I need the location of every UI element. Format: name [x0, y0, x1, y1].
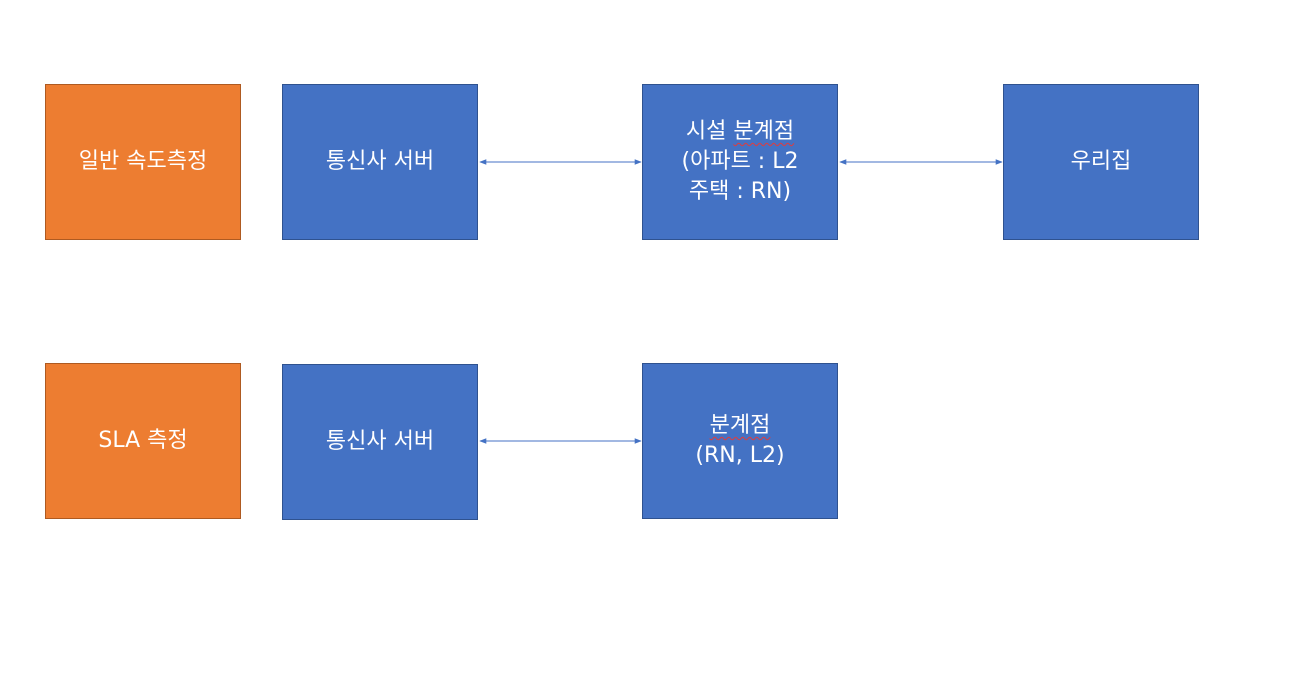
- row1-label-box: 일반 속도측정: [45, 84, 241, 240]
- row1-demarcation-squiggle-word: 분계점: [733, 119, 795, 144]
- row1-demarcation-line1-text: 시설 분계점: [685, 119, 795, 144]
- row1-node-home-text: 우리집: [1070, 149, 1132, 174]
- row2-node-server-text: 통신사 서버: [325, 429, 435, 454]
- row1-node-demarcation: 시설 분계점 (아파트 : L2 주택 : RN): [642, 84, 838, 240]
- row2-node-demarcation-line1: 분계점: [710, 411, 771, 441]
- row2-demarcation-line1-text: 분계점: [709, 413, 771, 438]
- row2-node-demarcation: 분계점 (RN, L2): [642, 363, 838, 519]
- row2-node-demarcation-line2: (RN, L2): [695, 443, 785, 468]
- row2-node-server: 통신사 서버: [282, 364, 478, 520]
- row2-label-box: SLA 측정: [45, 363, 241, 519]
- row1-node-demarcation-line2: (아파트 : L2: [681, 149, 799, 174]
- row2-label: SLA 측정: [98, 428, 188, 453]
- row1-node-server-text: 통신사 서버: [325, 149, 435, 174]
- row1-label: 일반 속도측정: [78, 149, 208, 174]
- row1-node-demarcation-line1: 시설 분계점: [686, 117, 794, 147]
- row1-node-home: 우리집: [1003, 84, 1199, 240]
- row1-node-demarcation-line3: 주택 : RN): [688, 179, 792, 204]
- row1-node-server: 통신사 서버: [282, 84, 478, 240]
